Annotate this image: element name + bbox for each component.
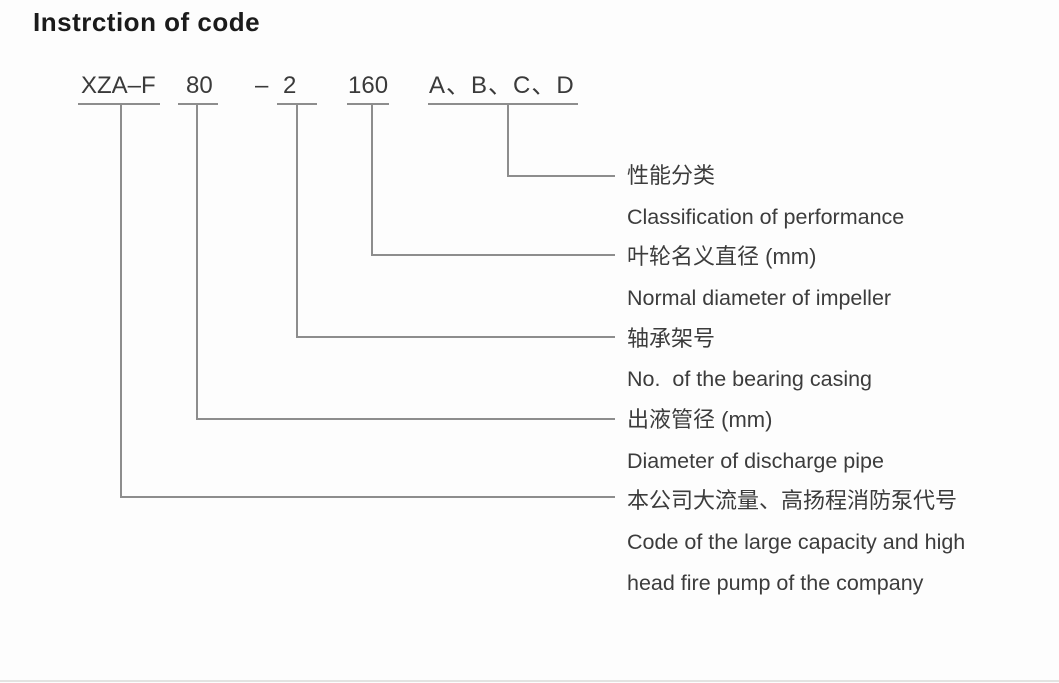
page-title: Instrction of code (33, 7, 261, 37)
connector-elbow-bearing-casing (296, 336, 615, 338)
label-zh-impeller-diameter: 叶轮名义直径 (mm) (627, 244, 817, 270)
label-en-impeller-diameter: Normal diameter of impeller (627, 285, 892, 310)
bottom-divider (0, 680, 1059, 682)
connector-elbow-impeller-diameter (371, 254, 615, 256)
underline-discharge-pipe (178, 103, 218, 105)
label-en-discharge-pipe: Diameter of discharge pipe (627, 448, 884, 473)
label-en-performance-class: Classification of performance (627, 204, 905, 229)
label-en-bearing-casing: No. of the bearing casing (627, 367, 873, 392)
connector-vertical-bearing-casing (296, 104, 298, 338)
code-segment-impeller-diameter: 160 (348, 72, 389, 99)
label-zh-bearing-casing: 轴承架号 (627, 325, 716, 351)
code-segment-performance-class: A、B、C、D (429, 72, 575, 99)
underline-performance-class (428, 103, 578, 105)
connector-elbow-performance-class (507, 175, 615, 177)
underline-company (78, 103, 160, 105)
connector-vertical-discharge-pipe (196, 104, 198, 420)
label-en-company-code: Code of the large capacity and high head… (627, 529, 966, 595)
label-zh-performance-class: 性能分类 (627, 163, 716, 188)
code-segment-bearing-casing: 2 (283, 72, 297, 99)
connector-vertical-performance-class (507, 104, 509, 177)
connector-elbow-company (120, 496, 615, 498)
connector-elbow-discharge-pipe (196, 418, 615, 420)
code-segment-discharge-pipe: 80 (186, 72, 213, 99)
label-zh-company-code: 本公司大流量、高扬程消防泵代号 (627, 488, 958, 514)
connector-vertical-company (120, 104, 122, 498)
underline-impeller-diameter (347, 103, 389, 105)
code-segment-company: XZA–F (81, 72, 156, 99)
label-zh-discharge-pipe: 出液管径 (mm) (627, 406, 773, 432)
connector-vertical-impeller-diameter (371, 104, 373, 256)
label-column: 性能分类 Classification of performance 叶轮名义直… (627, 156, 1032, 603)
code-segment-dash: – (255, 72, 269, 99)
